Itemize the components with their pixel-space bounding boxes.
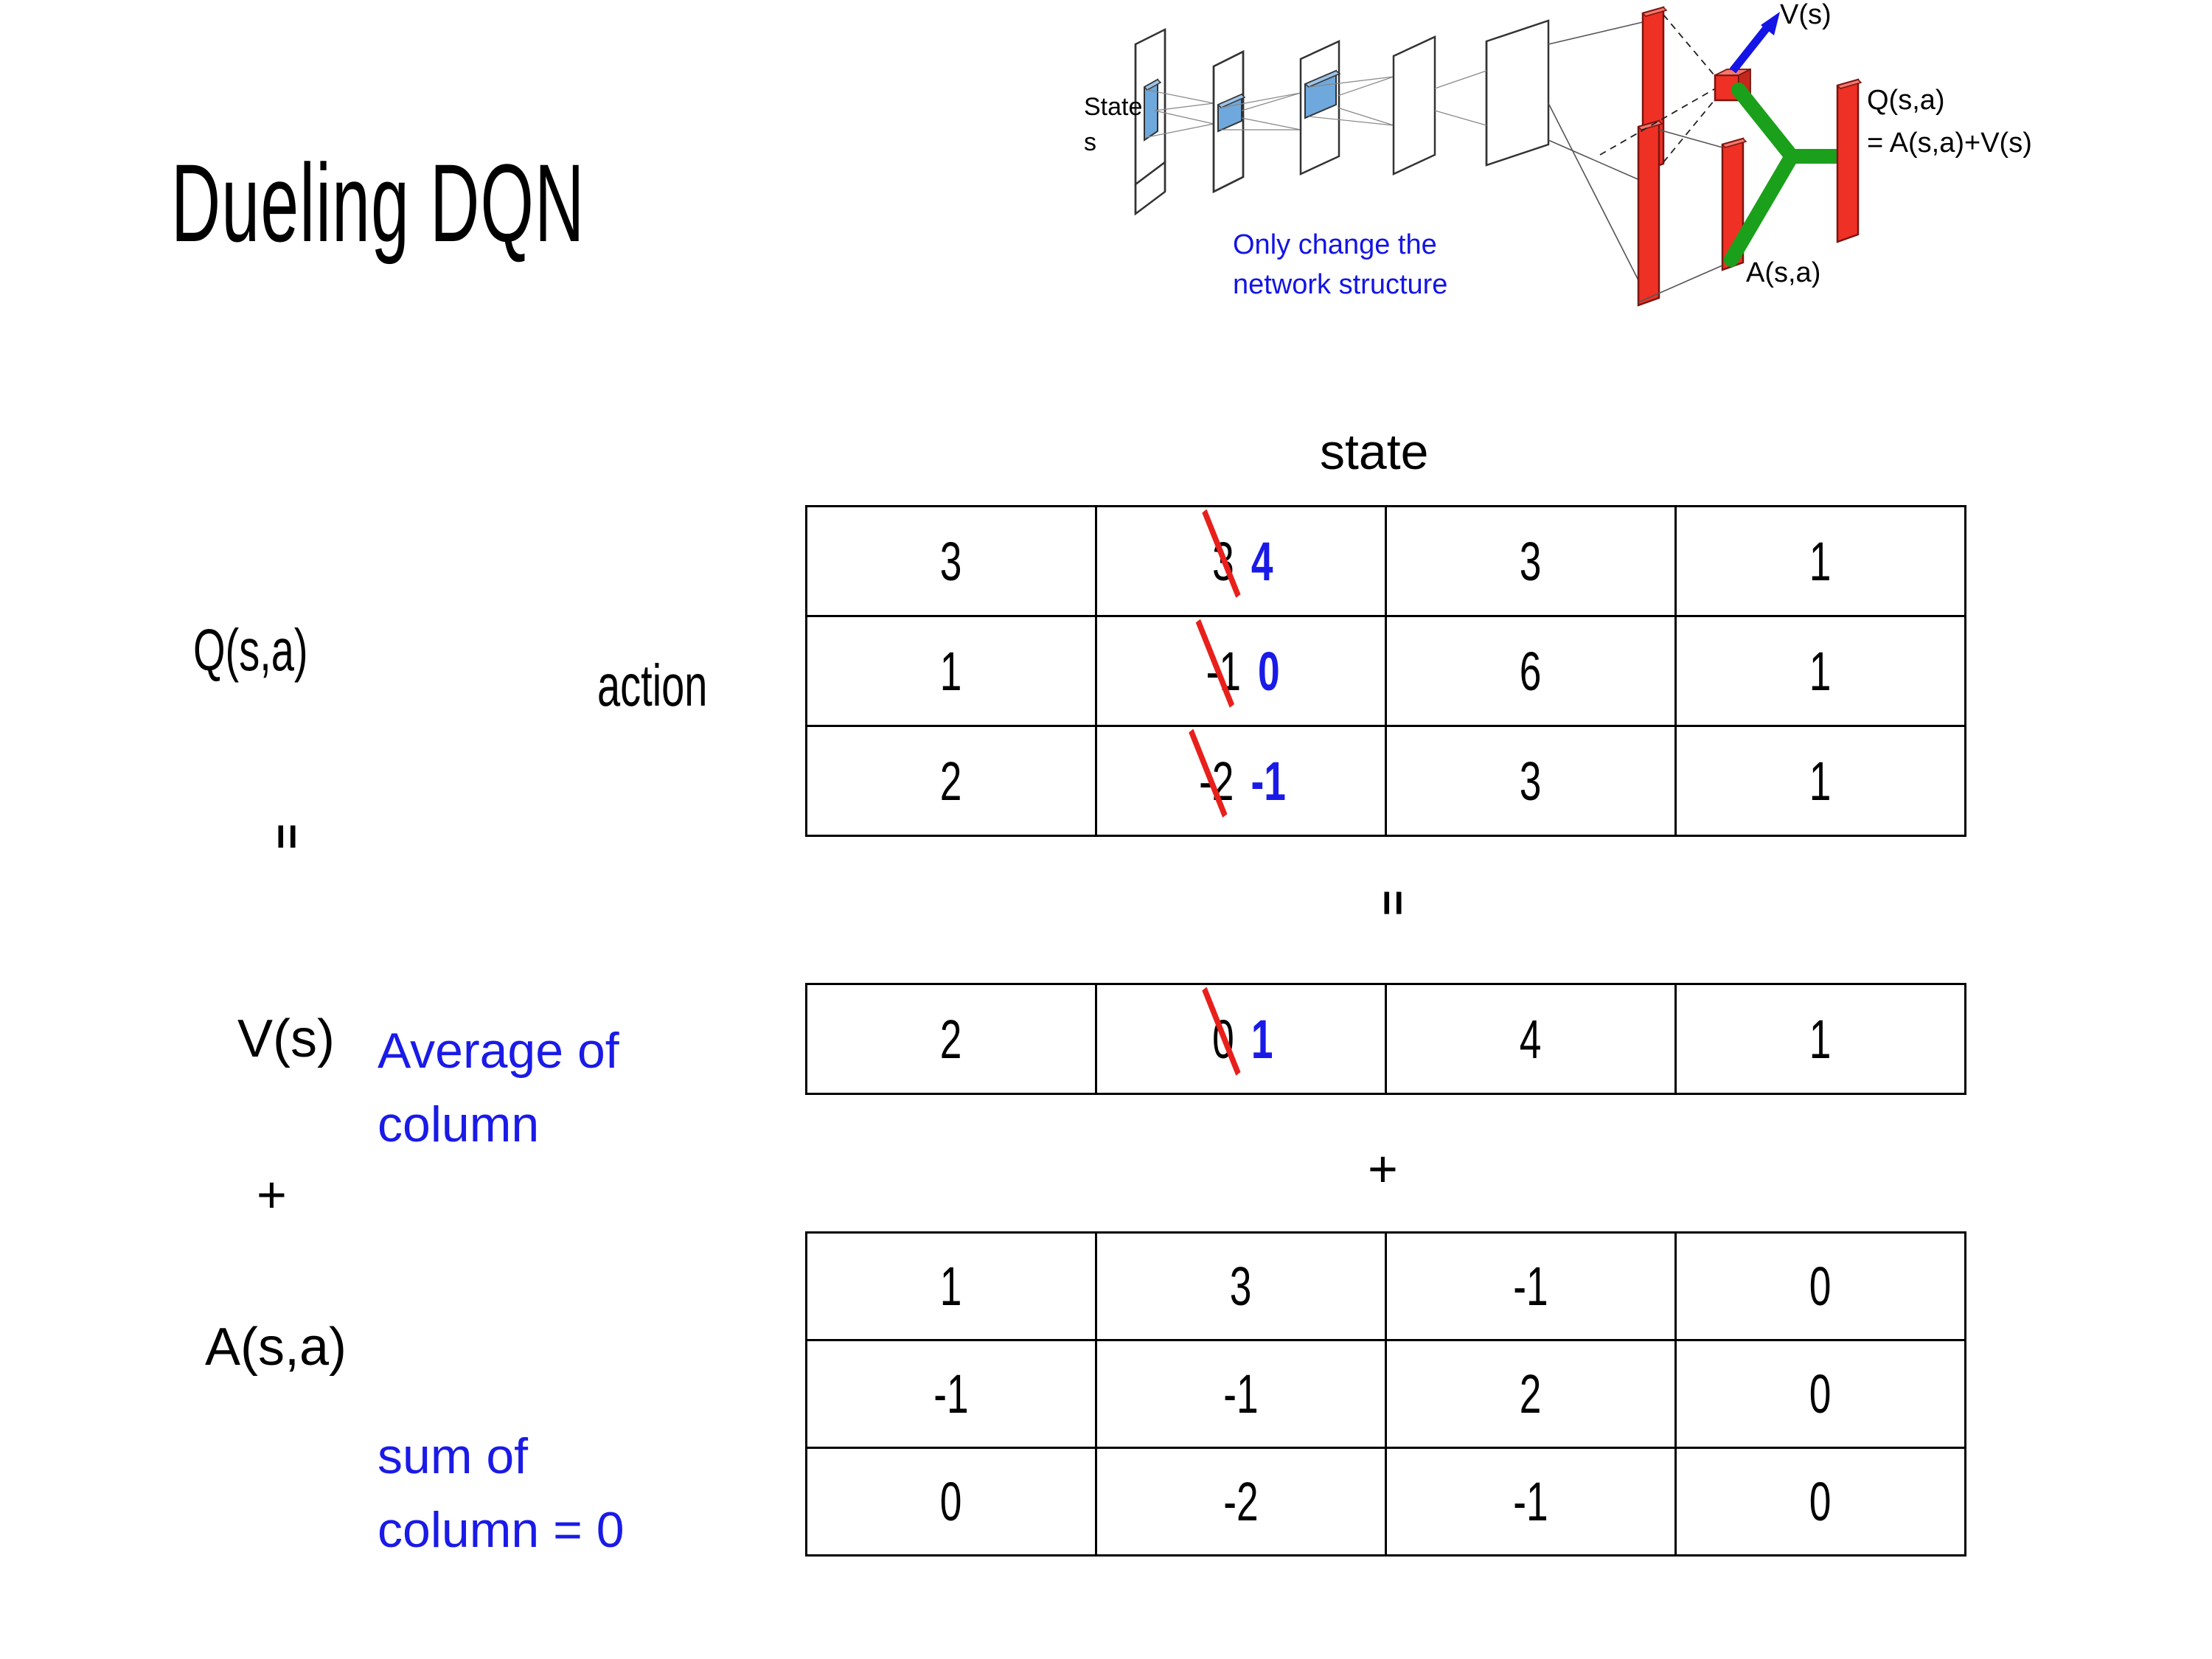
- cell-value: 1: [1809, 750, 1832, 812]
- table-cell: 2: [1385, 1339, 1677, 1449]
- cell-value: 0: [1809, 1363, 1832, 1425]
- table-cell: 01: [1095, 983, 1387, 1095]
- table-cell: -2-1: [1095, 725, 1387, 837]
- q-table-label: Q(s,a): [193, 617, 308, 683]
- cell-value: -1: [1513, 1256, 1548, 1317]
- cell-value: 4: [1520, 1008, 1542, 1070]
- diagram-state-label-line2: s: [1084, 128, 1096, 156]
- updated-value: -1: [1251, 750, 1287, 812]
- cell-value: 3: [1520, 750, 1542, 812]
- table-cell: 3: [1095, 1231, 1387, 1341]
- cell-value: 1: [1809, 640, 1832, 702]
- table-cell: -1: [805, 1339, 1097, 1449]
- cell-value: 1: [940, 1256, 962, 1317]
- dueling-network-diagram: State s Only change the network structur…: [1084, 0, 2212, 420]
- cell-value: 2: [940, 1008, 962, 1070]
- table-cell: 3: [1385, 725, 1677, 837]
- cell-value: 1: [1809, 1008, 1832, 1070]
- table-cell: 1: [1674, 505, 1966, 617]
- a-note-line2: column = 0: [378, 1502, 625, 1558]
- cell-value: 0: [1809, 1256, 1832, 1317]
- struck-old-value: 0: [1202, 987, 1241, 1076]
- table-row: -1 -1 2 0: [805, 1339, 1966, 1449]
- strikethrough-mark: [1202, 987, 1241, 1076]
- table-cell: 1: [805, 615, 1097, 727]
- cell-value: 2: [1520, 1363, 1542, 1425]
- table-cell: -1: [1095, 1339, 1387, 1449]
- table-cell: 1: [1674, 983, 1966, 1095]
- cell-value: 0: [940, 1471, 962, 1532]
- plus-sign-left: +: [257, 1166, 287, 1223]
- table-cell: 3: [805, 505, 1097, 617]
- a-note-line1: sum of: [378, 1428, 529, 1484]
- table-cell: 1: [1674, 725, 1966, 837]
- struck-old-value: 3: [1202, 509, 1241, 598]
- table-cell: 0: [1674, 1231, 1966, 1341]
- cell-value: 0: [1809, 1471, 1832, 1532]
- table-cell: 2: [805, 725, 1097, 837]
- cell-value: -1: [1513, 1471, 1548, 1532]
- table-cell: 0: [1674, 1339, 1966, 1449]
- table-cell: -1: [1385, 1447, 1677, 1557]
- diagram-a-label: A(s,a): [1746, 257, 1820, 288]
- table-cell: 4: [1385, 983, 1677, 1095]
- table-cell: 2: [805, 983, 1097, 1095]
- a-label: A(s,a): [205, 1318, 347, 1377]
- diagram-v-label: V(s): [1780, 0, 1832, 30]
- state-axis-label: state: [1320, 424, 1429, 480]
- table-cell: 0: [805, 1447, 1097, 1557]
- table-cell: 1: [805, 1231, 1097, 1341]
- cell-value: 1: [1809, 530, 1832, 592]
- cell-value: -2: [1223, 1471, 1259, 1532]
- a-value-table: 1 3 -1 0 -1 -1 2 0 0 -2 -1 0: [805, 1231, 1966, 1557]
- equals-sign-middle: =: [1368, 889, 1419, 917]
- struck-old-value: -1: [1195, 619, 1244, 708]
- diagram-note-line1: Only change the: [1233, 229, 1437, 260]
- diagram-note-line2: network structure: [1233, 269, 1447, 300]
- table-row: 1 3 -1 0: [805, 1231, 1966, 1341]
- cell-value: 3: [1230, 1256, 1252, 1317]
- table-cell: 3: [1385, 505, 1677, 617]
- cell-value: 1: [940, 640, 962, 702]
- equals-sign-left: =: [262, 823, 313, 850]
- updated-value: 4: [1251, 530, 1273, 592]
- cell-value: -1: [933, 1363, 969, 1425]
- table-cell: -2: [1095, 1447, 1387, 1557]
- strikethrough-mark: [1195, 619, 1234, 708]
- plus-sign-middle: +: [1368, 1140, 1398, 1197]
- v-note-line2: column: [378, 1096, 540, 1152]
- cell-value: 3: [1520, 530, 1542, 592]
- struck-old-value: -2: [1189, 728, 1237, 818]
- cell-value: 3: [940, 530, 962, 592]
- table-row: 33431: [805, 505, 1966, 617]
- updated-value: 0: [1257, 640, 1280, 702]
- diagram-q-label-line1: Q(s,a): [1867, 85, 1945, 116]
- table-row: 20141: [805, 983, 1966, 1095]
- strikethrough-mark: [1202, 509, 1241, 598]
- page-title: Dueling DQN: [171, 141, 585, 265]
- table-row: 2 -2-1 3 1: [805, 725, 1966, 837]
- table-cell: 6: [1385, 615, 1677, 727]
- diagram-state-label-line1: State: [1084, 93, 1142, 121]
- cell-value: -1: [1223, 1363, 1259, 1425]
- v-note-line1: Average of: [378, 1023, 619, 1079]
- cell-value: 6: [1520, 640, 1542, 702]
- cell-value: 2: [940, 750, 962, 812]
- table-cell: 1: [1674, 615, 1966, 727]
- strikethrough-mark: [1189, 728, 1228, 818]
- table-row: 0 -2 -1 0: [805, 1447, 1966, 1557]
- table-cell: 0: [1674, 1447, 1966, 1557]
- table-cell: -1: [1385, 1231, 1677, 1341]
- action-axis-label: action: [597, 653, 708, 718]
- v-value-table: 20141: [805, 983, 1966, 1095]
- diagram-q-label-line2: = A(s,a)+V(s): [1867, 128, 2032, 159]
- v-label: V(s): [237, 1009, 335, 1068]
- table-cell: 34: [1095, 505, 1387, 617]
- updated-value: 1: [1251, 1008, 1273, 1070]
